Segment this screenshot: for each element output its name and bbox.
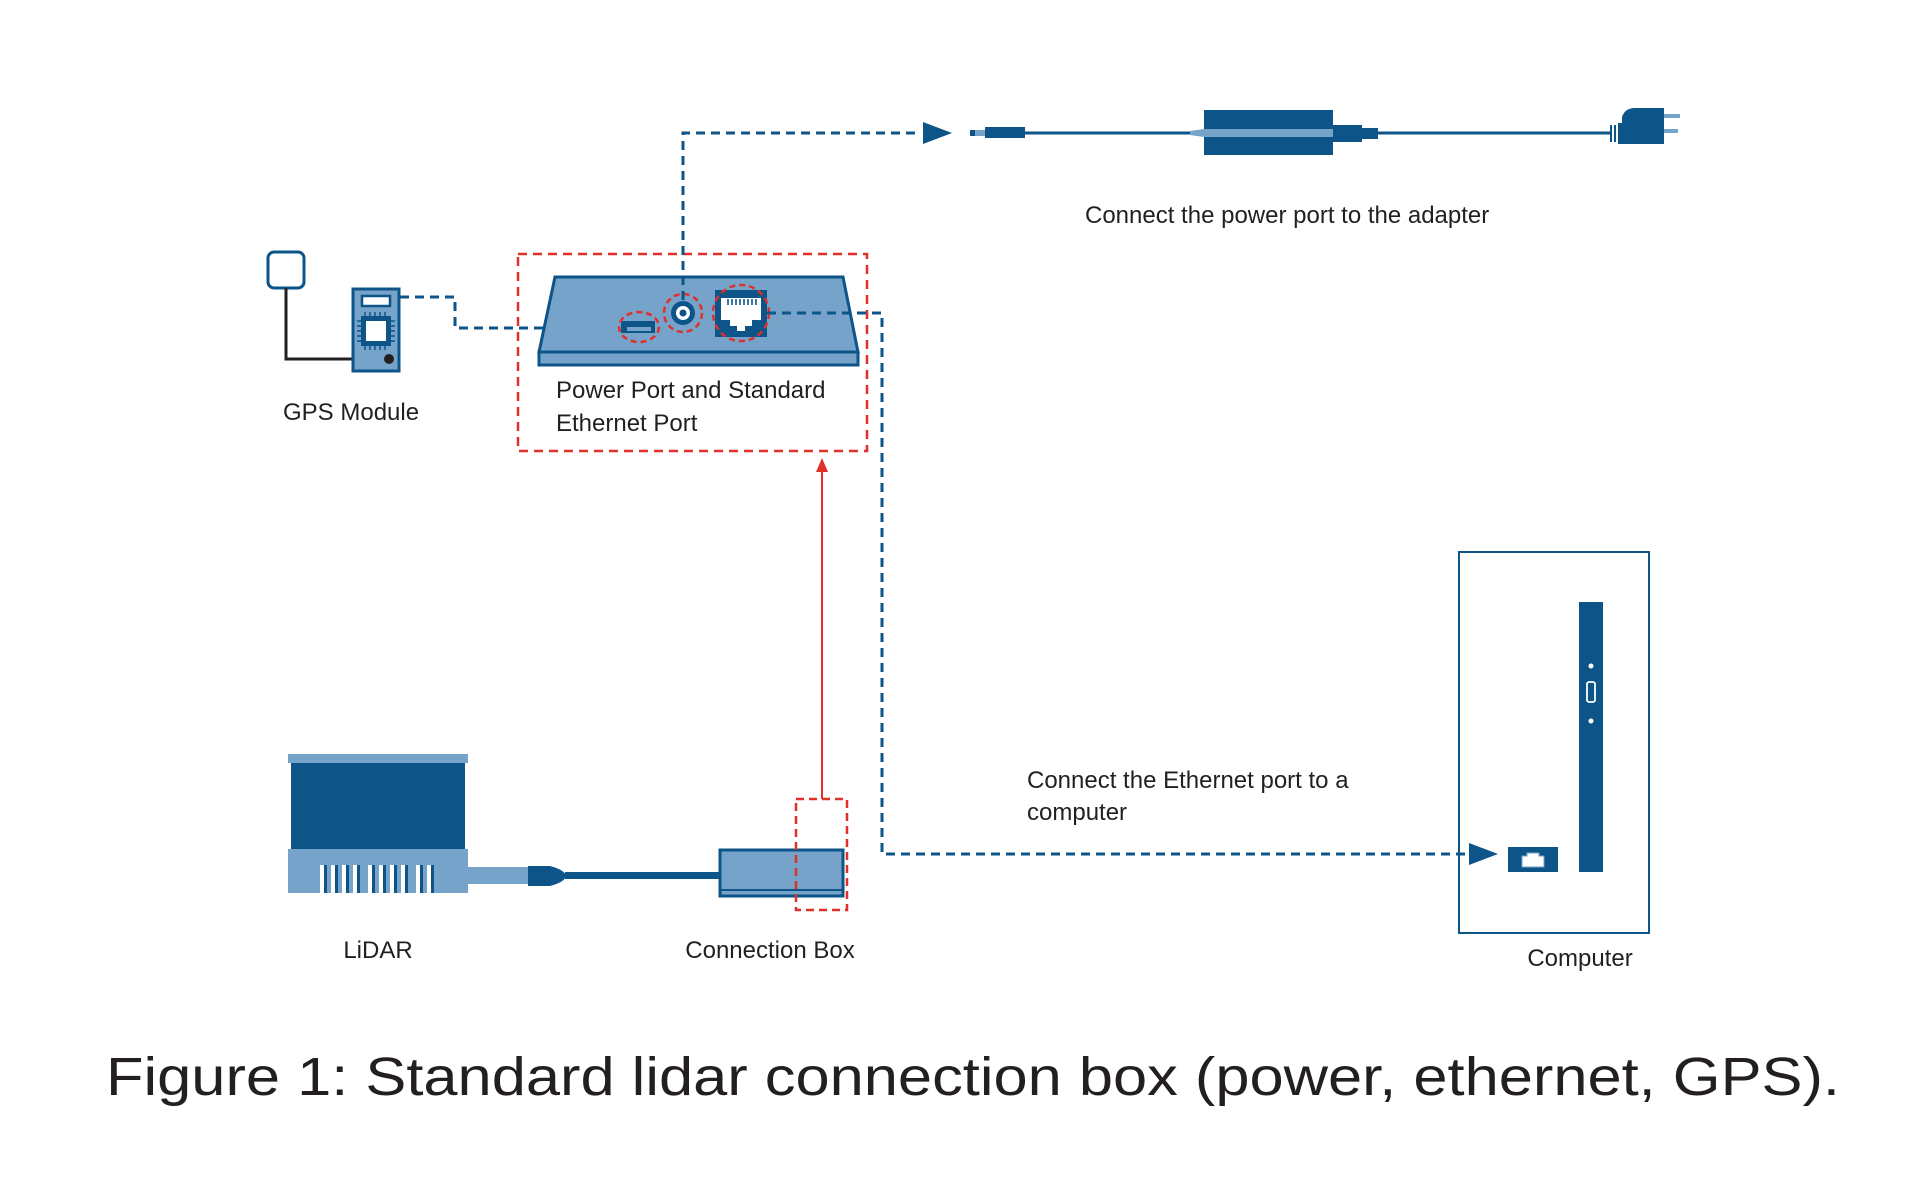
lidar-vent-slot-shadow (431, 865, 434, 893)
lidar-vent-slot-shadow (394, 865, 397, 893)
connection-box: Connection Box (685, 797, 855, 964)
lidar-vent-slot-shadow (383, 865, 386, 893)
computer-ethernet-jack (1521, 852, 1545, 868)
chip-icon (357, 312, 395, 350)
connection-to-interface-arrowhead (816, 458, 828, 472)
connection-box-icon (718, 848, 845, 898)
power-annotation: Connect the power port to the adapter (1085, 202, 1489, 229)
lidar-cable (565, 872, 719, 879)
ethernet-annotation-line1: Connect the Ethernet port to a (1027, 767, 1349, 794)
lidar-vent-slot-shadow (335, 865, 338, 893)
lidar-vent-slot (401, 865, 408, 893)
connection-box-highlight-frame (794, 797, 849, 912)
connection-box-label: Connection Box (685, 937, 854, 964)
interface-box-icon (537, 275, 860, 354)
figure-caption: Figure 1: Standard lidar connection box … (106, 1047, 1840, 1107)
dc-plug-sleeve (975, 130, 985, 136)
tower-led-top (1588, 663, 1594, 669)
lidar-vent-slot-shadow (357, 865, 360, 893)
ethernet-link-arrowhead (1469, 843, 1498, 865)
ethernet-jack (721, 298, 761, 331)
lidar-vent-slot-shadow (420, 865, 423, 893)
lidar: LiDAR (288, 754, 719, 964)
lidar-vent-slot-shadow (324, 865, 327, 893)
power-link-arrowhead (923, 122, 952, 144)
lidar-sensor-icon (291, 763, 465, 849)
interface-box-highlight-frame (516, 252, 869, 453)
ac-plug-collar-1 (1610, 125, 1612, 142)
lidar-vent-slot (427, 865, 434, 893)
gps-module: GPS Module (266, 250, 419, 426)
gps-module-label: GPS Module (283, 399, 419, 426)
ethernet-link-dashed (767, 311, 1470, 856)
ethernet-pins (727, 299, 757, 305)
power-port-pin (679, 309, 687, 317)
power-link-dashed (681, 131, 920, 300)
lidar-vent-slot-shadow (346, 865, 349, 893)
lidar-label: LiDAR (343, 937, 412, 964)
lidar-vent-slot (320, 865, 327, 893)
lidar-vent-slot (416, 865, 423, 893)
lidar-top-cap (288, 754, 468, 763)
gps-antenna-icon (266, 250, 306, 290)
gps-port-highlight (617, 310, 661, 344)
tower-led-bottom (1588, 718, 1594, 724)
gps-module-slot (360, 294, 392, 308)
dc-plug-tip (970, 130, 975, 136)
ac-plug-collar-2 (1614, 125, 1616, 142)
ac-connector-1 (1333, 125, 1362, 142)
ethernet-annotation-line2: computer (1027, 799, 1127, 826)
ac-plug-prong-2 (1664, 129, 1678, 133)
dc-cable-strain-relief (1190, 129, 1204, 137)
computer: Computer (1458, 551, 1650, 972)
interface-box-base (537, 350, 860, 367)
ac-plug-prong-1 (1664, 114, 1680, 118)
lidar-base (288, 849, 468, 893)
ac-plug-icon (1618, 108, 1664, 144)
tower-drive-slot (1586, 681, 1596, 703)
power-adapter-stripe (1204, 129, 1333, 137)
lidar-vent-slot-shadow (405, 865, 408, 893)
power-adapter (970, 108, 1680, 155)
computer-tower-icon (1579, 602, 1603, 872)
ac-connector-2 (1362, 128, 1378, 139)
interface-box: Power Port and Standard Ethernet Port (516, 252, 869, 453)
lidar-vent-slot (342, 865, 349, 893)
computer-frame (1458, 551, 1650, 934)
lidar-connector-plug (528, 866, 566, 886)
lidar-vent-slot-shadow (372, 865, 375, 893)
power-port-highlight (662, 292, 704, 334)
lidar-vent-slot (368, 865, 375, 893)
gps-wire-connector (384, 354, 394, 364)
gps-port-slot (627, 327, 651, 331)
lidar-vent-slot (390, 865, 397, 893)
interface-box-label-line1: Power Port and Standard (556, 377, 826, 404)
lidar-vent-slot (331, 865, 338, 893)
computer-label: Computer (1527, 945, 1632, 972)
lidar-connector-light (468, 867, 528, 884)
lidar-vent-slots (320, 865, 434, 893)
dc-plug-body (985, 127, 1025, 138)
interface-box-label-line2: Ethernet Port (556, 410, 698, 437)
gps-link-dashed (400, 295, 628, 330)
lidar-vent-slot (379, 865, 386, 893)
lidar-vent-slot (353, 865, 360, 893)
